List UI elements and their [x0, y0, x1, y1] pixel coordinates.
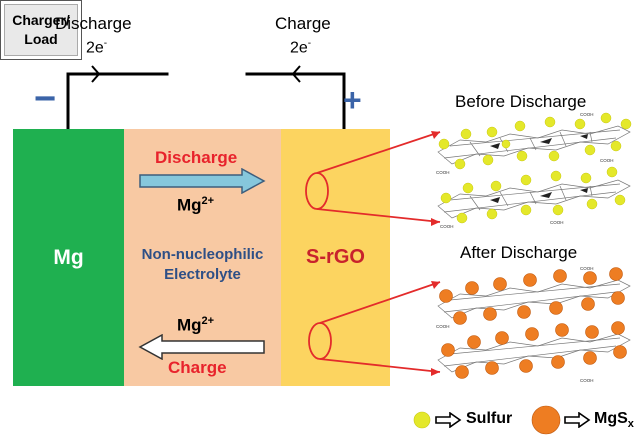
- charge-electron-arrow: [291, 65, 301, 83]
- charge-electron-count: 2e: [290, 39, 308, 57]
- ion-charge: 2+: [201, 195, 215, 207]
- legend: Sulfur MgSx: [408, 404, 639, 438]
- load-label-line2: Load: [24, 31, 58, 47]
- srgo-cathode-label: S-rGO: [306, 246, 365, 268]
- mg-anode: Mg: [13, 129, 124, 386]
- cooh-label: COOH: [580, 112, 594, 117]
- electrolyte-label-line1: Non-nucleophilic: [141, 246, 264, 263]
- electrolyte-label-line2: Electrolyte: [164, 266, 241, 283]
- mgsx-legend-dot: [531, 405, 561, 435]
- sulfur-legend-dot: [413, 411, 431, 429]
- before-discharge-structure: COOH COOH COOH COOH COOH: [436, 112, 632, 229]
- electron-charge-sup: -: [307, 38, 312, 49]
- before-discharge-title: Before Discharge: [455, 92, 587, 111]
- ion-charge: 2+: [201, 315, 215, 327]
- electrolyte-label: Non-nucleophilic Electrolyte: [124, 245, 281, 285]
- cooh-label: COOH: [440, 224, 454, 229]
- electron-charge-sup: -: [103, 38, 108, 49]
- charge-label: Charge: [275, 14, 331, 33]
- srgo-cathode: S-rGO: [281, 129, 390, 386]
- minus-terminal: −: [34, 78, 57, 120]
- ion-name: Mg: [177, 195, 202, 215]
- discharge-electron-count: 2e: [86, 39, 104, 57]
- discharge-electron-arrow: [91, 65, 101, 83]
- discharge-arrow-label: Discharge: [155, 148, 238, 167]
- cooh-label: COOH: [580, 266, 594, 271]
- mgsx-legend-arrow: [564, 412, 591, 428]
- discharge-ion-arrow: [139, 168, 266, 194]
- cooh-label: COOH: [550, 220, 564, 225]
- cooh-label: COOH: [600, 158, 614, 163]
- mg-anode-label: Mg: [53, 245, 84, 269]
- ion-label-bottom: Mg2+: [177, 315, 214, 336]
- cooh-label: COOH: [580, 378, 594, 383]
- mgsx-legend-label: MgSx: [594, 410, 634, 430]
- load-label-line1: Charger/: [12, 12, 70, 28]
- charge-ion-arrow: [138, 334, 265, 360]
- mgsx-subscript: x: [627, 418, 634, 431]
- cooh-label: COOH: [436, 170, 450, 175]
- ion-label-top: Mg2+: [177, 195, 214, 216]
- cooh-label: COOH: [436, 324, 450, 329]
- after-discharge-title: After Discharge: [460, 243, 578, 262]
- discharge-label: Discharge: [55, 14, 132, 33]
- after-discharge-structure: COOH COOH COOH: [436, 266, 631, 383]
- after-zoom-ellipse: [308, 322, 332, 360]
- charger-load-box: Charger/ Load: [0, 0, 82, 60]
- charge-arrow-label: Charge: [168, 358, 227, 377]
- sulfur-legend-arrow: [435, 412, 462, 428]
- mgsx-formula: MgS: [594, 410, 628, 427]
- ion-name: Mg: [177, 315, 202, 335]
- plus-terminal: +: [343, 82, 362, 118]
- discharge-electron-label: 2e-: [86, 38, 107, 57]
- sulfur-legend-label: Sulfur: [466, 410, 513, 427]
- before-zoom-ellipse: [305, 172, 329, 210]
- charge-electron-label: 2e-: [290, 38, 311, 57]
